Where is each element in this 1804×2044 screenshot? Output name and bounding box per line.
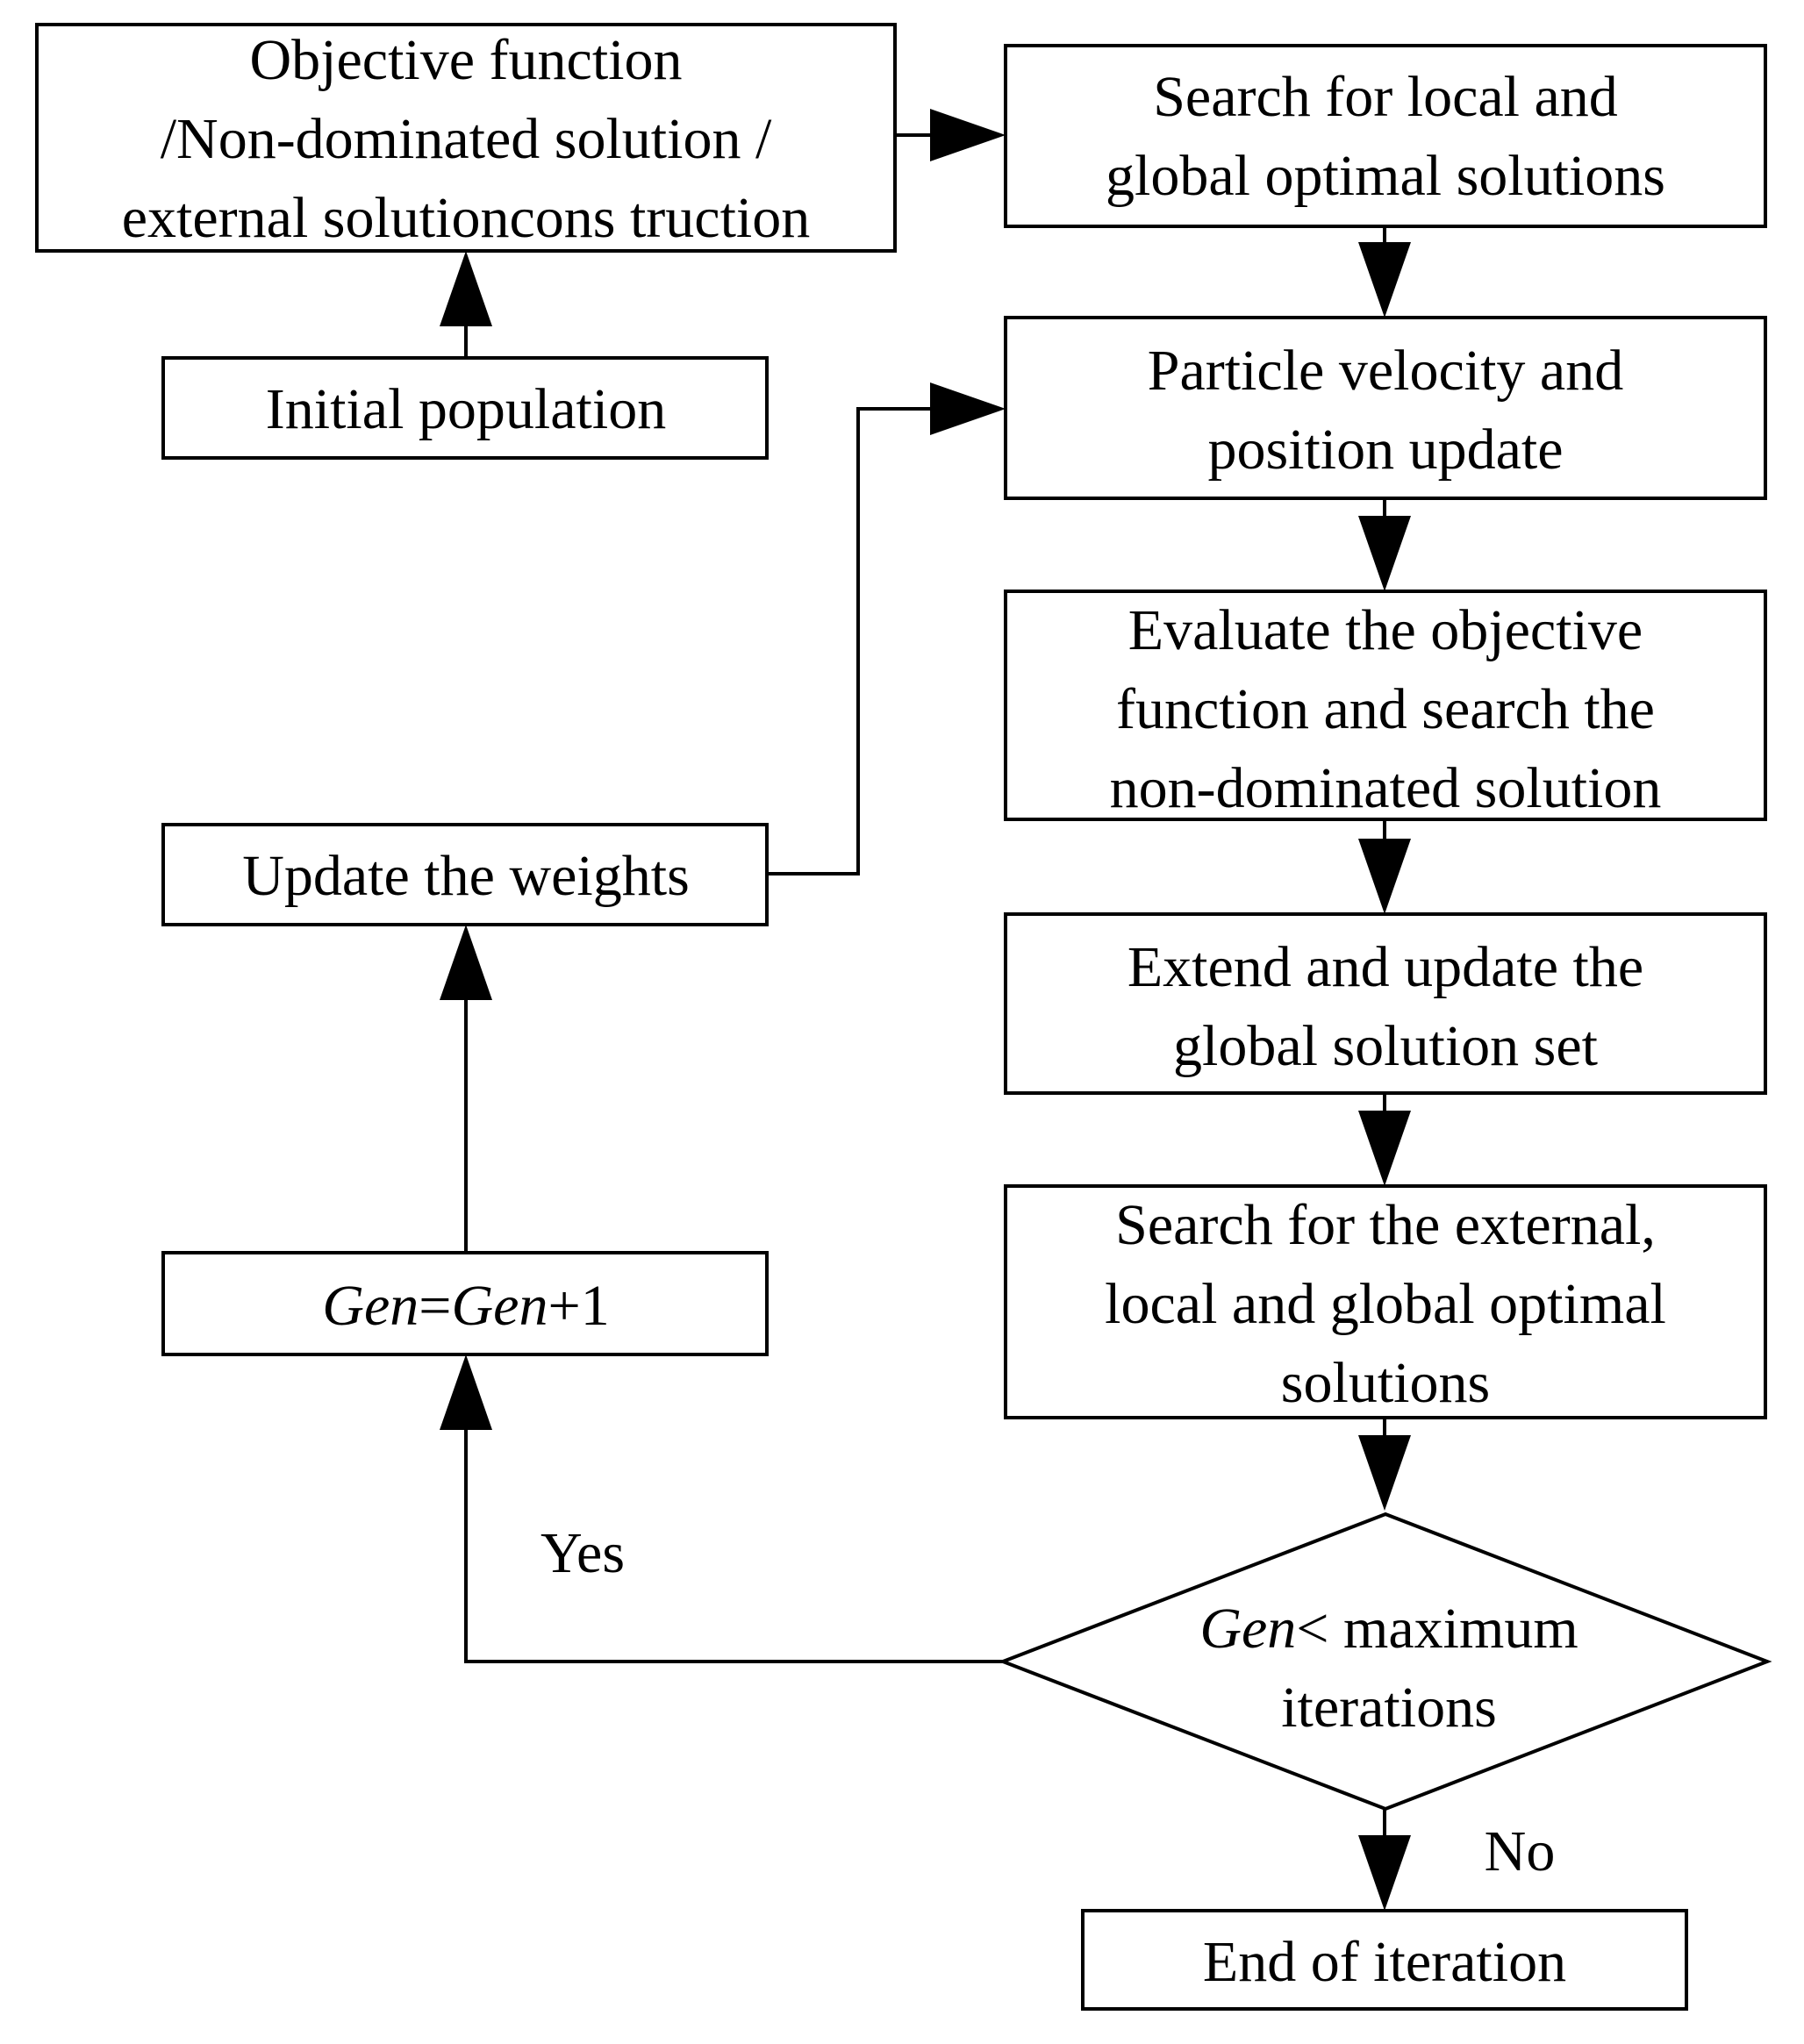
search-external-line-1: Search for the external, — [1115, 1193, 1656, 1257]
decision-var: Gen — [1199, 1597, 1296, 1661]
node-update-weights: Update the weights — [161, 823, 769, 926]
evaluate-line-3: non-dominated solution — [1110, 756, 1662, 820]
gen-var-1: Gen — [322, 1274, 419, 1338]
objective-line-1: Objective function — [249, 28, 682, 92]
decision-line-1-rest: < maximum — [1296, 1597, 1578, 1661]
no-label: No — [1485, 1819, 1556, 1883]
evaluate-line-1: Evaluate the objective — [1128, 598, 1643, 662]
initial-population-label: Initial population — [266, 377, 666, 441]
edge-gen-to-weights — [440, 925, 492, 1253]
gen-var-2: Gen — [452, 1274, 548, 1338]
particle-update-line-1: Particle velocity and — [1148, 339, 1623, 403]
gen-equals: = — [419, 1274, 451, 1338]
node-gen-increment: Gen=Gen+1 — [161, 1251, 769, 1356]
edge-objective-to-search — [895, 109, 1006, 161]
particle-update-line-2: position update — [1207, 418, 1563, 482]
node-search-external: Search for the external, local and globa… — [1004, 1184, 1767, 1419]
node-particle-update: Particle velocity and position update — [1004, 316, 1767, 500]
search-external-line-2: local and global optimal — [1105, 1272, 1666, 1336]
search-local-global-line-2: global optimal solutions — [1106, 144, 1665, 208]
update-weights-label: Update the weights — [242, 844, 690, 908]
edge-search-external-to-decision — [1358, 1418, 1411, 1511]
yes-label: Yes — [540, 1521, 625, 1585]
node-evaluate: Evaluate the objective function and sear… — [1004, 590, 1767, 821]
edge-search-to-particle — [1358, 226, 1411, 318]
decision-line-2: iterations — [1281, 1676, 1497, 1740]
gen-increment-label: Gen=Gen+1 — [322, 1274, 609, 1338]
node-decision: Gen< maximum iterations — [998, 1512, 1772, 1812]
node-initial-population: Initial population — [161, 356, 769, 460]
search-external-line-3: solutions — [1281, 1351, 1490, 1415]
edge-evaluate-to-extend — [1358, 819, 1411, 914]
node-extend-update: Extend and update the global solution se… — [1004, 912, 1767, 1095]
edge-weights-to-particle — [767, 382, 1006, 875]
node-end: End of iteration — [1081, 1909, 1688, 2011]
edge-initial-to-objective — [440, 251, 492, 358]
edge-decision-to-end — [1358, 1809, 1411, 1911]
node-objective: Objective function /Non-dominated soluti… — [35, 23, 897, 253]
gen-suffix: +1 — [548, 1274, 609, 1338]
extend-update-line-2: global solution set — [1173, 1014, 1598, 1078]
connectors — [440, 109, 1411, 1911]
edge-extend-to-search-external — [1358, 1093, 1411, 1186]
extend-update-line-1: Extend and update the — [1128, 935, 1643, 999]
evaluate-line-2: function and search the — [1116, 677, 1655, 741]
end-label: End of iteration — [1203, 1930, 1566, 1994]
edge-decision-to-gen — [440, 1354, 1003, 1663]
objective-line-3: external solutioncons truction — [122, 186, 811, 250]
edge-particle-to-evaluate — [1358, 498, 1411, 591]
objective-line-2: /Non-dominated solution / — [161, 107, 772, 171]
node-search-local-global: Search for local and global optimal solu… — [1004, 44, 1767, 228]
search-local-global-line-1: Search for local and — [1153, 65, 1618, 129]
decision-line-1: Gen< maximum — [1199, 1597, 1578, 1661]
